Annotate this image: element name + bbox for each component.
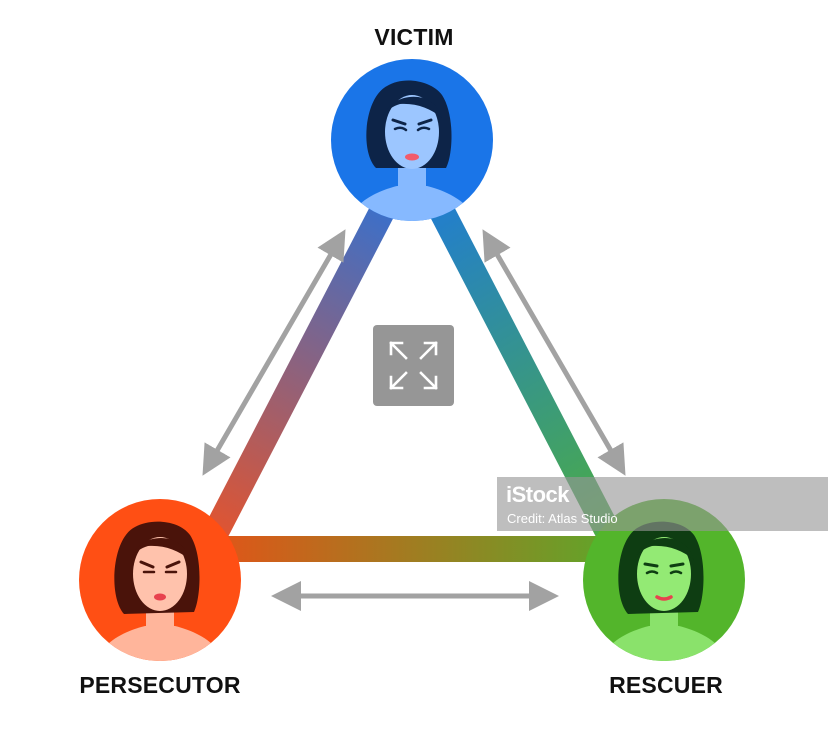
- victim-label: VICTIM: [374, 24, 454, 50]
- edge-victim-persecutor: [192, 169, 413, 561]
- stock-watermark: iStock Credit: Atlas Studio: [497, 477, 828, 531]
- expand-button[interactable]: [373, 325, 454, 406]
- watermark-credit: Credit: Atlas Studio: [507, 511, 618, 526]
- victim-node: [331, 59, 493, 221]
- rescuer-label: RESCUER: [609, 672, 723, 698]
- watermark-logo: iStock: [506, 482, 570, 507]
- persecutor-label: PERSECUTOR: [79, 672, 241, 698]
- arrow-victim-rescuer: [482, 229, 626, 476]
- persecutor-node: [79, 499, 241, 661]
- arrow-victim-persecutor: [202, 229, 346, 476]
- expand-arrows-icon: [389, 341, 438, 390]
